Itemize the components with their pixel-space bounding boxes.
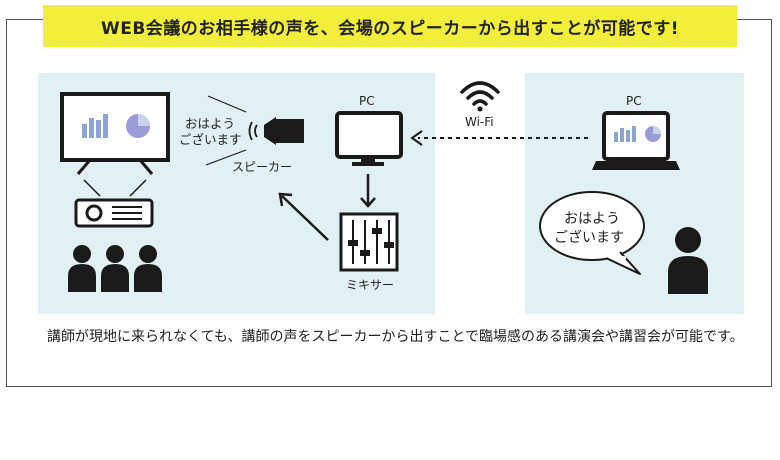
greeting-right-line1: おはよう — [564, 211, 620, 227]
laptop-icon — [592, 111, 680, 170]
mixer-label: ミキサー — [346, 278, 395, 292]
dashed-connection-arrow — [410, 130, 588, 146]
projector-icon — [74, 179, 154, 228]
projection-screen-icon — [60, 92, 170, 175]
pc-monitor-icon — [335, 111, 403, 166]
banner-title: WEB会議のお相手様の声を、会場のスピーカーから出すことが可能です! — [43, 5, 737, 47]
mixer-icon — [339, 212, 399, 272]
greeting-left-line1: おはよう — [185, 116, 236, 131]
speech-bubble — [539, 191, 645, 275]
person-icon — [668, 227, 708, 294]
wifi-label: Wi-Fi — [465, 115, 494, 129]
caption-text: 講師が現地に来られなくても、講師の声をスピーカーから出すことで臨場感のある講演会… — [47, 329, 744, 345]
speaker-icon — [248, 117, 304, 145]
audience-icon — [68, 245, 162, 292]
greeting-right-line2: ございます — [554, 230, 624, 246]
arrow-diagonal-icon — [278, 192, 329, 241]
wifi-icon — [460, 81, 500, 112]
arrow-down-icon — [360, 174, 376, 208]
pc-right-label: PC — [626, 94, 642, 108]
pc-left-label: PC — [359, 94, 375, 108]
speaker-label: スピーカー — [232, 160, 293, 174]
greeting-left-line2: ございます — [179, 132, 242, 147]
